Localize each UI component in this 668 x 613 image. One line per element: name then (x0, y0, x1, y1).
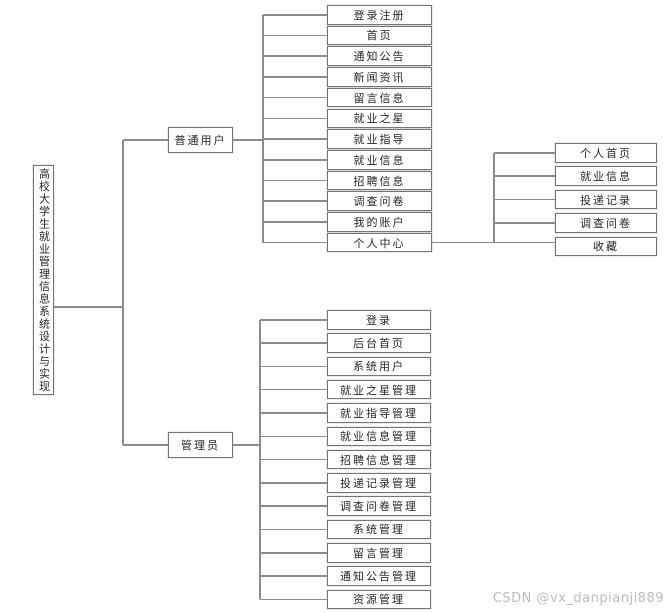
connector-line (54, 306, 123, 308)
tree-node: 调查问卷管理 (327, 496, 431, 516)
connector-line (263, 34, 327, 37)
tree-node: 就业之星 (327, 108, 432, 129)
tree-node: 系统用户 (327, 356, 431, 377)
tree-node: 就业指导 (327, 129, 432, 149)
tree-node: 就业指导管理 (327, 403, 431, 423)
connector-line (263, 179, 327, 182)
connector-line (260, 388, 327, 391)
connector-line (260, 435, 327, 437)
connector-line (260, 528, 327, 531)
tree-node: 我的账户 (327, 212, 432, 232)
connector-line (233, 444, 260, 446)
tree-node: 通知公告 (327, 46, 432, 66)
connector-line (263, 221, 327, 223)
connector-line (432, 241, 555, 244)
connector-line (263, 138, 327, 140)
tree-node: 就业信息 (555, 166, 657, 186)
connector-line (260, 575, 327, 577)
connector-line (233, 139, 263, 141)
connector-line (494, 152, 555, 154)
tree-node: 就业之星管理 (327, 379, 431, 400)
tree-node: 招聘信息管理 (327, 449, 431, 470)
tree-node: 就业信息 (327, 150, 432, 170)
connector-line (260, 552, 327, 554)
tree-node: 投递记录管理 (327, 473, 431, 493)
tree-node: 投递记录 (555, 189, 657, 210)
connector-line (494, 222, 555, 224)
tree-node: 通知公告管理 (327, 566, 431, 586)
connector-line (494, 175, 555, 177)
connector-line (263, 14, 327, 16)
connector-line (263, 159, 327, 161)
connector-line (122, 140, 124, 445)
connector-line (123, 139, 168, 141)
tree-node: 登录 (327, 310, 431, 330)
connector-line (260, 598, 327, 601)
connector-line (260, 365, 327, 368)
tree-node: 个人中心 (327, 232, 432, 253)
tree-node: 调查问卷 (327, 191, 432, 211)
tree-node: 登录注册 (327, 5, 432, 25)
tree-node: 首页 (327, 25, 432, 46)
connector-line (260, 505, 327, 507)
connector-line (263, 76, 327, 78)
connector-line (260, 412, 327, 414)
connector-line (263, 117, 327, 120)
tree-node: 留言信息 (327, 87, 432, 108)
connector-line (263, 200, 327, 202)
tree-node: 就业信息管理 (327, 426, 431, 446)
connector-line (260, 319, 327, 321)
tree-node: 系统管理 (327, 519, 431, 540)
tree-node: 收藏 (555, 236, 657, 257)
connector-line (493, 152, 495, 243)
tree-node: 留言管理 (327, 543, 431, 563)
branch-node-admin: 管理员 (168, 432, 233, 458)
connector-line (263, 96, 327, 99)
connector-line (260, 482, 327, 484)
connector-line (260, 458, 327, 461)
tree-node: 后台首页 (327, 333, 431, 353)
connector-line (494, 198, 555, 201)
tree-node: 调查问卷 (555, 213, 657, 233)
tree-node: 资源管理 (327, 589, 431, 610)
tree-node: 个人首页 (555, 143, 657, 163)
tree-node: 招聘信息 (327, 170, 432, 191)
connector-line (123, 444, 168, 446)
watermark: CSDN @vx_danpianji889 (492, 591, 664, 606)
connector-line (262, 14, 264, 243)
branch-node-normal-user: 普通用户 (168, 127, 233, 153)
connector-line (260, 342, 327, 344)
connector-line (263, 241, 327, 244)
connector-line (263, 55, 327, 57)
root-node: 高校大学生就业管理信息系统设计与实现 (33, 165, 54, 395)
tree-node: 新闻资讯 (327, 67, 432, 87)
